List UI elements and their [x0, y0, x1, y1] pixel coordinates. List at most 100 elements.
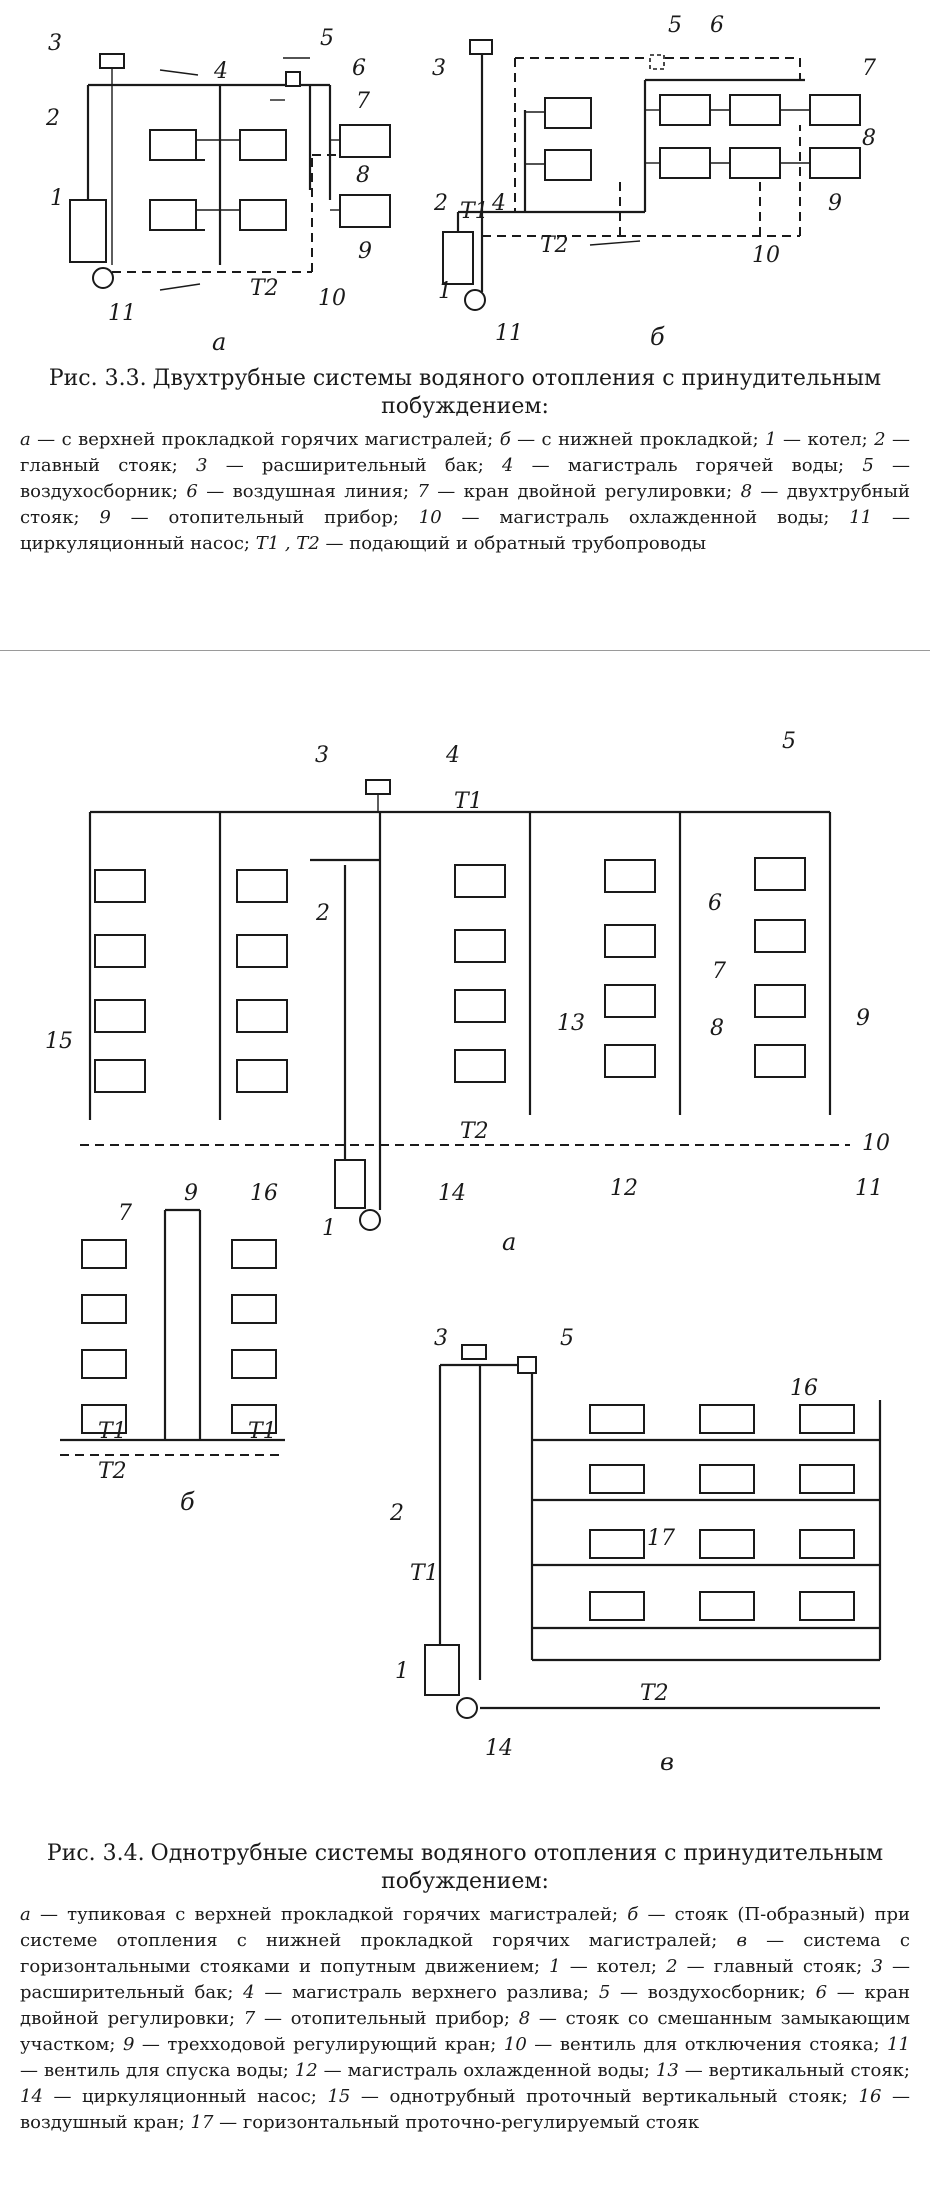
radiator [339, 194, 391, 228]
legend-text: — главный стояк; [677, 1956, 872, 1977]
legend-key: а [20, 429, 31, 450]
figure-legend: а — тупиковая с верхней прокладкой горяч… [20, 1902, 910, 2136]
radiator [236, 1059, 288, 1093]
radiator [81, 1404, 127, 1434]
label: 17 [647, 1526, 675, 1551]
radiator [544, 149, 592, 181]
fig-3-4-a-schematic: 1 2 3 4 5 6 7 8 9 10 11 12 13 14 15 T1 T… [45, 729, 890, 1256]
figure-title-text: Однотрубные системы водяного отопления с… [150, 1841, 884, 1894]
radiator [454, 1049, 506, 1083]
legend-text: — стояк со смешанным замыкающим участком… [20, 2008, 910, 2055]
label: 9 [856, 1006, 870, 1031]
expansion-tank [365, 779, 391, 795]
label: 7 [862, 56, 876, 81]
legend-key: 16 [858, 2086, 882, 2107]
boiler [442, 231, 474, 285]
legend-text: — воздухосборник; [610, 1982, 816, 2003]
label: 1 [395, 1659, 409, 1684]
legend-item: 1 — котел; [765, 429, 874, 450]
page-divider [0, 650, 930, 651]
label: T1 [248, 1419, 277, 1444]
legend-item: 11 — циркуляционный насос; [20, 507, 910, 554]
legend-text: — отопительный прибор; [255, 2008, 519, 2029]
label: 16 [250, 1181, 278, 1206]
radiator [799, 1529, 855, 1559]
label: 7 [118, 1201, 132, 1226]
label: 11 [108, 301, 136, 326]
expansion-tank [469, 39, 493, 55]
radiator [454, 989, 506, 1023]
figure-title: Рис. 3.3.Двухтрубные системы водяного от… [20, 365, 910, 421]
radiator [754, 984, 806, 1018]
label: 8 [710, 1016, 724, 1041]
label: 7 [712, 959, 726, 984]
legend-key: 15 [327, 2086, 351, 2107]
legend-text: — воздухосборник; [20, 455, 910, 502]
radiator [231, 1404, 277, 1434]
radiator [239, 199, 287, 231]
legend-text: — трехходовой регулирующий кран; [134, 2034, 504, 2055]
legend-text: — вентиль для отключения стояка; [526, 2034, 888, 2055]
legend-text: — котел; [560, 1956, 667, 1977]
legend-text: — двухтрубный стояк; [20, 481, 910, 528]
label: 2 [389, 1501, 404, 1526]
label: T1 [410, 1561, 439, 1586]
radiator [604, 859, 656, 893]
sublabel-v: в [660, 1748, 674, 1776]
legend-key: 14 [20, 2086, 43, 2107]
boiler [334, 1159, 366, 1209]
legend-key: 3 [871, 1956, 883, 1977]
label: 5 [320, 26, 334, 51]
radiator [799, 1404, 855, 1434]
label: 8 [862, 126, 876, 151]
legend-key: б [499, 429, 511, 450]
label: 3 [48, 31, 62, 56]
legend-item: а — тупиковая с верхней прокладкой горяч… [20, 1904, 627, 1925]
legend-text: — циркуляционный насос; [42, 2086, 328, 2107]
legend-item: 5 — воздухосборник; [20, 455, 910, 502]
radiator [454, 929, 506, 963]
air-collector [517, 1356, 537, 1374]
label: 13 [557, 1011, 585, 1036]
legend-key: 9 [122, 2034, 135, 2055]
label: 1 [50, 186, 64, 211]
radiator [799, 1591, 855, 1621]
legend-key: 1 [549, 1956, 561, 1977]
label: 4 [445, 743, 460, 768]
radiator [754, 857, 806, 891]
label: 16 [790, 1376, 818, 1401]
legend-key: 13 [655, 2060, 679, 2081]
pump-icon [464, 289, 486, 311]
pump-icon [359, 1209, 381, 1231]
legend-item: б — с нижней прокладкой; [500, 429, 765, 450]
radiator [94, 934, 146, 968]
boiler [424, 1644, 460, 1696]
legend-key: 9 [99, 507, 111, 528]
label: T1 [98, 1419, 127, 1444]
legend-text: — воздушный кран; [20, 2086, 910, 2133]
radiator [699, 1591, 755, 1621]
legend-text: — магистраль горячей воды; [513, 455, 863, 476]
legend-text: — расширительный бак; [20, 1956, 910, 2003]
legend-item: 8 — двухтрубный стояк; [20, 481, 910, 528]
label: 4 [491, 191, 506, 216]
radiator [604, 924, 656, 958]
legend-key: а [20, 1904, 31, 1925]
legend-key: 3 [196, 455, 208, 476]
sublabel-a: а [502, 1228, 516, 1256]
legend-text: — магистраль верхнего разлива; [254, 1982, 599, 2003]
radiator [754, 919, 806, 953]
label: 10 [862, 1131, 890, 1156]
radiator [589, 1404, 645, 1434]
legend-text: — кран двойной регулировки; [20, 1982, 911, 2029]
label: 9 [358, 239, 372, 264]
label: T2 [640, 1681, 669, 1706]
legend-item: 6 — воздушная линия; [186, 481, 417, 502]
legend-item: Т1 , Т2 — подающий и обратный трубопрово… [256, 533, 706, 554]
label: 12 [610, 1176, 638, 1201]
legend-item: 13 — вертикальный стояк; [656, 2060, 910, 2081]
figure-title: Рис. 3.4.Однотрубные системы водяного от… [20, 1840, 910, 1896]
fig-3-3-a-schematic: 1 2 3 4 5 6 7 8 9 10 11 T2 а [45, 26, 391, 356]
legend-item: 7 — кран двойной регулировки; [417, 481, 740, 502]
label: T2 [250, 276, 279, 301]
